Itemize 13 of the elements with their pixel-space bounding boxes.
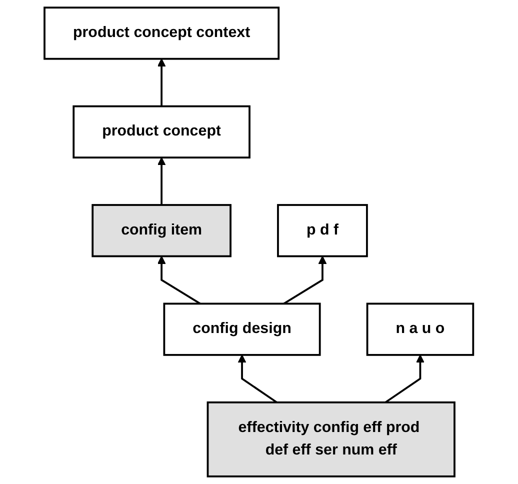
node-box: n a u o	[366, 302, 474, 356]
arrow	[158, 256, 201, 304]
node-box: config design	[163, 302, 321, 356]
arrow	[158, 157, 166, 205]
node-box: product concept	[72, 105, 251, 158]
arrow	[238, 354, 278, 404]
node-box: config item	[92, 204, 232, 258]
arrow	[385, 354, 425, 404]
arrow	[283, 256, 327, 304]
node-box: p d f	[277, 204, 368, 258]
node-box: product concept context	[44, 6, 280, 60]
node-box: effectivity config eff prod def eff ser num eff	[206, 401, 456, 478]
arrow	[158, 58, 166, 106]
